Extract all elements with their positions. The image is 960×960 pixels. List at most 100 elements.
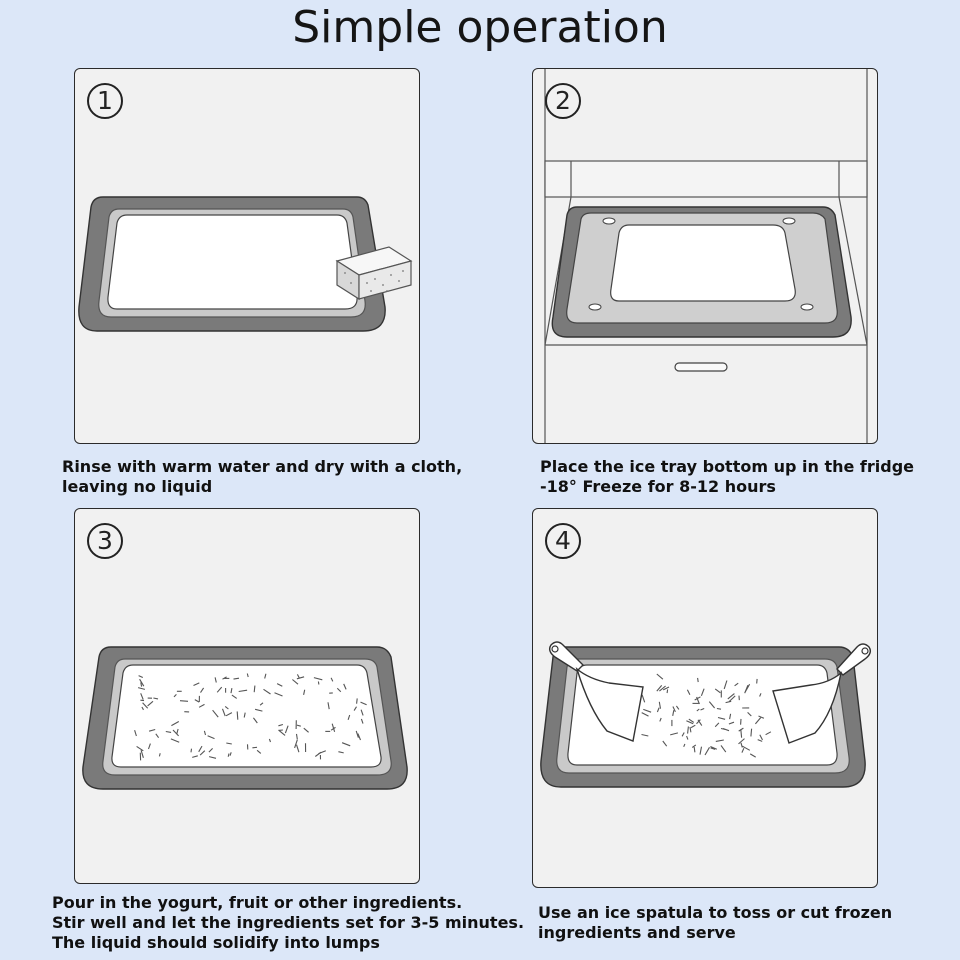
speckle-mark (313, 677, 323, 681)
speckle-mark (274, 692, 283, 697)
speckle-mark (296, 676, 305, 680)
speckle-mark (696, 719, 701, 725)
speckle-mark (338, 751, 344, 754)
speckle-mark (330, 677, 334, 682)
speckle-mark (697, 677, 699, 683)
speckle-mark (165, 730, 172, 733)
speckle-mark (741, 747, 745, 753)
left-spatula-icon (548, 641, 644, 742)
speckle-mark (294, 739, 298, 749)
speckle-mark (714, 722, 720, 728)
speckle-mark (716, 707, 722, 710)
speckle-mark (155, 733, 160, 739)
speckle-mark (355, 730, 359, 738)
speckle-mark (314, 751, 322, 757)
step-2-panel: 2 (532, 68, 878, 444)
caption-line: -18° Freeze for 8-12 hours (540, 477, 776, 496)
speckle-mark (317, 681, 320, 685)
speckle-mark (360, 709, 364, 716)
step-1-panel: 1 (74, 68, 420, 444)
step-number-1: 1 (87, 83, 123, 119)
speckle-mark (360, 718, 364, 724)
speckle-mark (214, 677, 217, 683)
speckle-mark (696, 696, 700, 705)
speckle-mark (259, 702, 264, 706)
speckle-mark (688, 718, 695, 723)
speckle-mark (141, 706, 144, 711)
speckle-mark (137, 687, 146, 690)
speckle-mark (264, 673, 267, 679)
speckle-mark (708, 701, 716, 709)
step-1-caption: Rinse with warm water and dry with a clo… (62, 457, 462, 497)
caption-line: Stir well and let the ingredients set fo… (52, 913, 525, 932)
speckle-mark (757, 739, 763, 742)
speckle-mark (199, 750, 206, 756)
speckle-mark (208, 756, 217, 759)
speckle-mark (292, 679, 299, 685)
speckle-mark (754, 717, 762, 725)
speckle-mark (672, 710, 675, 717)
speckle-mark (686, 689, 691, 695)
speckle-mark (729, 713, 732, 720)
speckle-mark (347, 714, 351, 720)
tray-with-spatulas-illustration (540, 641, 872, 788)
caption-line: Pour in the yogurt, fruit or other ingre… (52, 893, 463, 912)
speckle-mark (330, 726, 336, 731)
speckle-mark (148, 728, 156, 732)
speckle-mark (136, 745, 144, 752)
speckle-mark (759, 693, 762, 697)
caption-line: Rinse with warm water and dry with a clo… (62, 457, 463, 476)
speckle-mark (738, 738, 745, 745)
caption-line: Place the ice tray bottom up in the frid… (540, 457, 914, 476)
step-number-4: 4 (545, 523, 581, 559)
speckle-mark (263, 688, 271, 695)
speckle-mark (740, 742, 743, 748)
speckle-mark (153, 697, 159, 700)
ingredient-speckles (641, 673, 772, 758)
speckle-mark (336, 687, 342, 693)
speckle-mark (147, 743, 151, 750)
speckle-mark (683, 743, 686, 748)
speckle-mark (759, 734, 763, 741)
speckle-mark (343, 683, 347, 690)
speckle-mark (198, 745, 203, 753)
speckle-mark (252, 717, 258, 724)
speckle-mark (147, 700, 154, 707)
speckle-mark (643, 708, 652, 713)
speckle-mark (221, 708, 226, 717)
freezer-icon (544, 69, 868, 443)
speckle-mark (641, 694, 646, 703)
speckle-mark (216, 686, 223, 693)
speckle-mark (715, 739, 724, 742)
speckle-mark (658, 701, 662, 709)
speckle-mark (171, 721, 180, 727)
speckle-mark (662, 740, 668, 747)
speckle-mark (253, 685, 256, 693)
speckle-mark (666, 689, 669, 694)
speckle-mark (744, 684, 749, 694)
speckle-mark (758, 715, 765, 719)
speckle-mark (295, 744, 300, 753)
speckle-mark (690, 724, 696, 729)
speckle-mark (722, 727, 730, 732)
speckle-mark (170, 738, 180, 743)
speckle-mark (226, 742, 232, 745)
speckle-mark (200, 687, 205, 693)
speckle-mark (700, 707, 705, 711)
speckle-mark (720, 745, 727, 753)
speckle-mark (208, 748, 213, 753)
speckle-mark (256, 749, 262, 754)
speckle-mark (278, 723, 284, 727)
speckle-mark (243, 712, 246, 718)
speckle-mark (231, 694, 238, 699)
speckle-mark (749, 753, 756, 758)
speckle-mark (341, 742, 351, 747)
speckle-mark (134, 730, 137, 737)
speckle-mark (672, 706, 676, 713)
speckle-mark (230, 688, 233, 694)
speckle-mark (686, 720, 694, 725)
speckle-mark (327, 702, 330, 710)
speckle-mark (303, 689, 306, 696)
speckle-mark (194, 699, 200, 703)
speckle-mark (229, 752, 232, 756)
